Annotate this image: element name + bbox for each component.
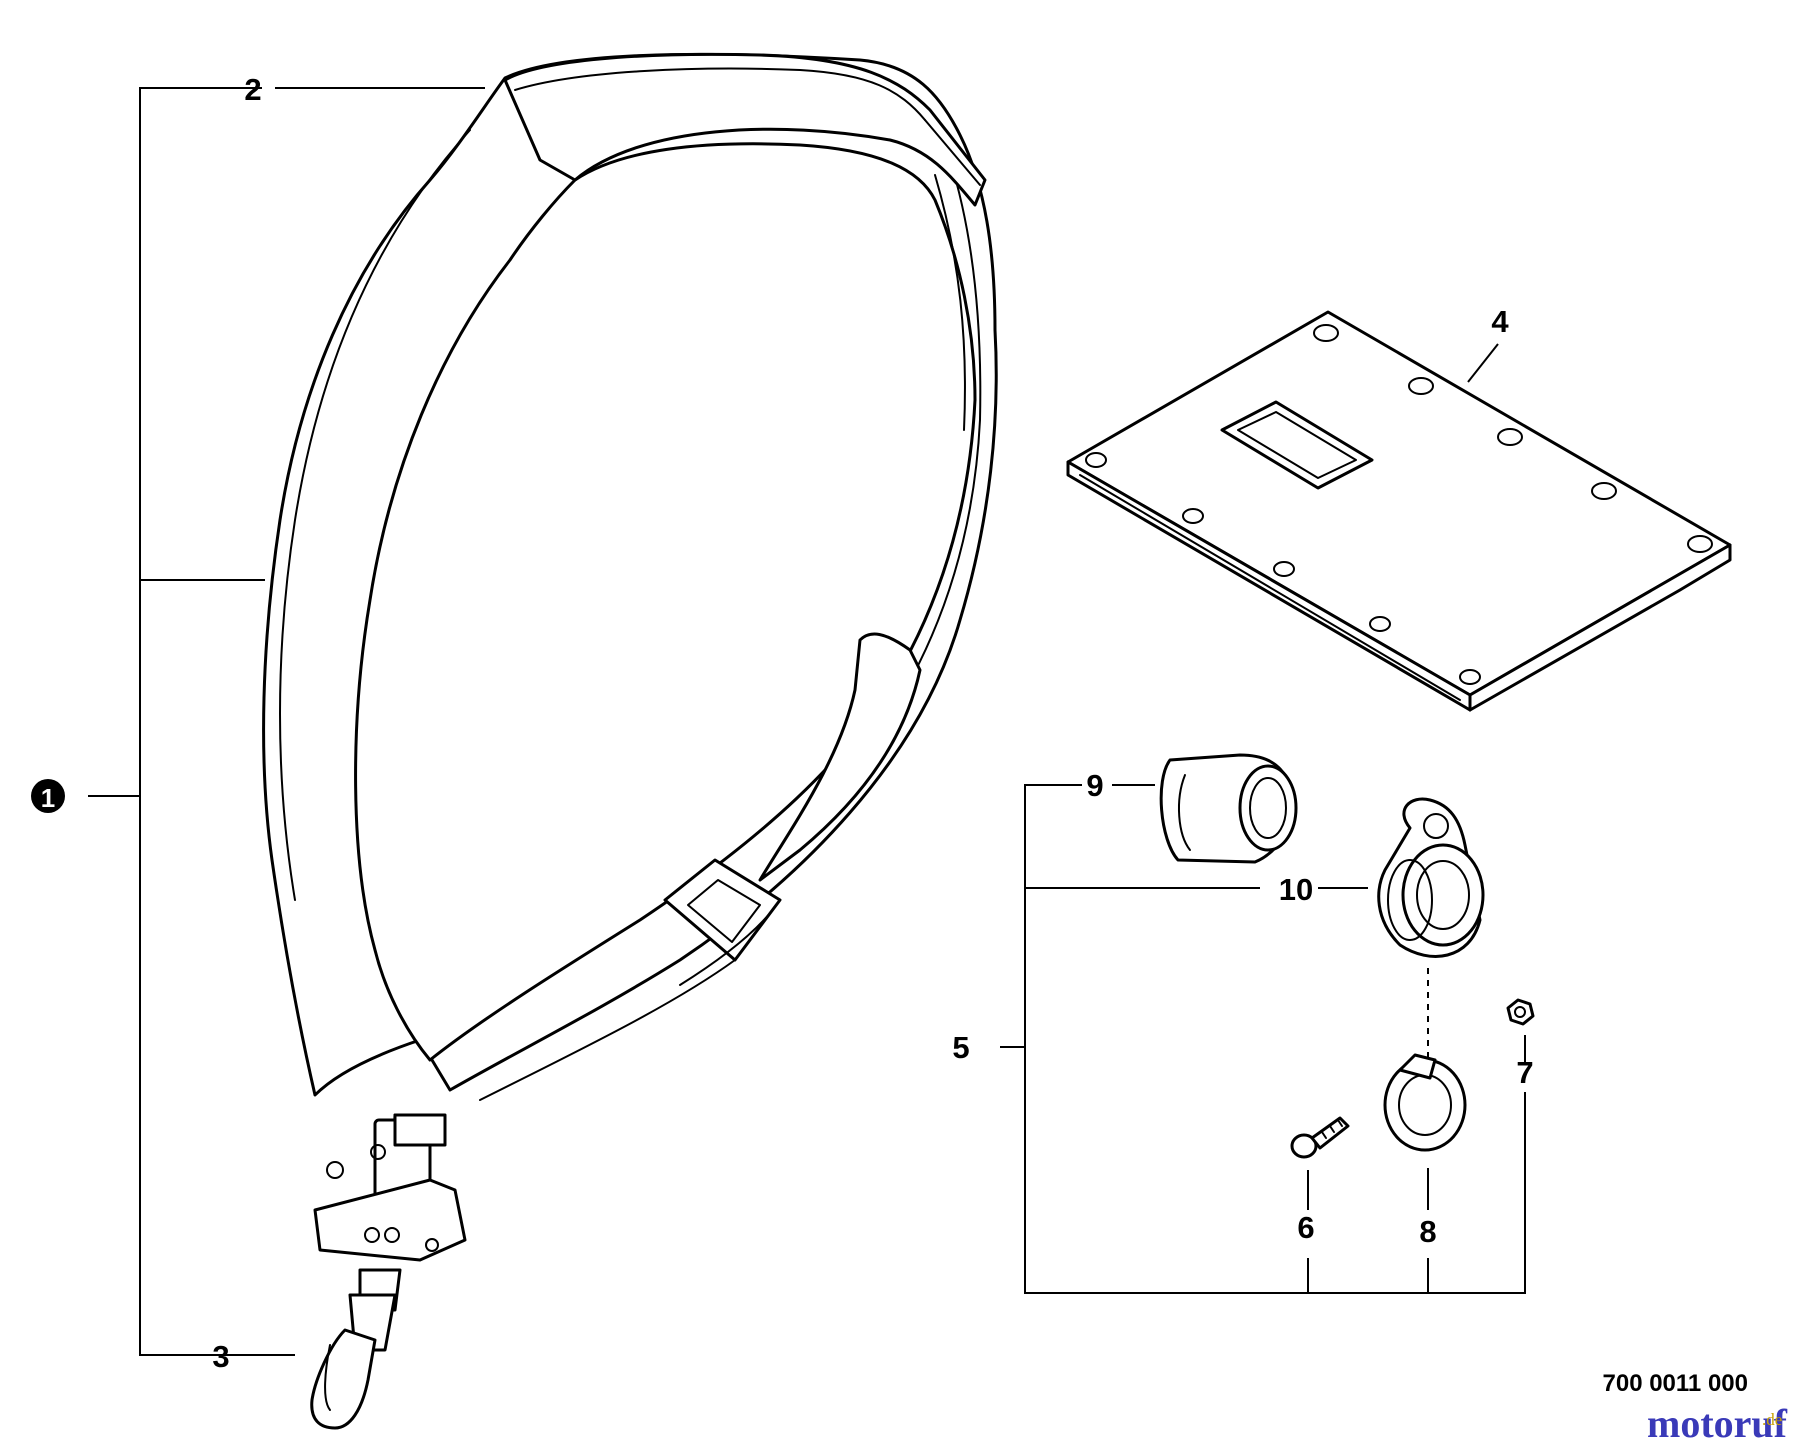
callout-9: 9 — [1086, 768, 1103, 803]
hip-pad — [758, 632, 922, 882]
plate-slot — [1220, 400, 1374, 490]
callout-4: 4 — [1491, 304, 1509, 339]
watermark-name: motoruf — [1647, 1401, 1788, 1444]
shoulder-harness — [262, 52, 998, 1430]
clamp — [1377, 797, 1485, 958]
screw — [1290, 1116, 1350, 1159]
callout-5: 5 — [952, 1030, 969, 1065]
harness-inner-opening — [354, 142, 977, 1062]
snap-hook — [310, 1328, 377, 1430]
callout-3: 3 — [212, 1339, 229, 1374]
shoulder-pad — [503, 52, 987, 207]
drawing-number: 700 0011 000 — [1603, 1370, 1749, 1397]
watermark-logo: motoruf .de — [1647, 1401, 1788, 1444]
callout-6: 6 — [1297, 1210, 1314, 1245]
back-plate — [1066, 310, 1732, 712]
sleeve — [1159, 753, 1298, 864]
callout-1-badge — [31, 779, 65, 813]
callout-1: 1 — [41, 783, 55, 813]
watermark-tld: .de — [1762, 1410, 1782, 1429]
leader-lines — [88, 87, 1526, 1356]
harness-buckle — [313, 1113, 467, 1352]
clip-ring — [1383, 1053, 1467, 1152]
callout-10: 10 — [1279, 872, 1313, 907]
plate-rivets — [1085, 324, 1713, 685]
callout-2: 2 — [244, 72, 261, 107]
callout-8: 8 — [1419, 1214, 1436, 1249]
callout-7: 7 — [1516, 1055, 1533, 1090]
nut — [1506, 998, 1535, 1026]
